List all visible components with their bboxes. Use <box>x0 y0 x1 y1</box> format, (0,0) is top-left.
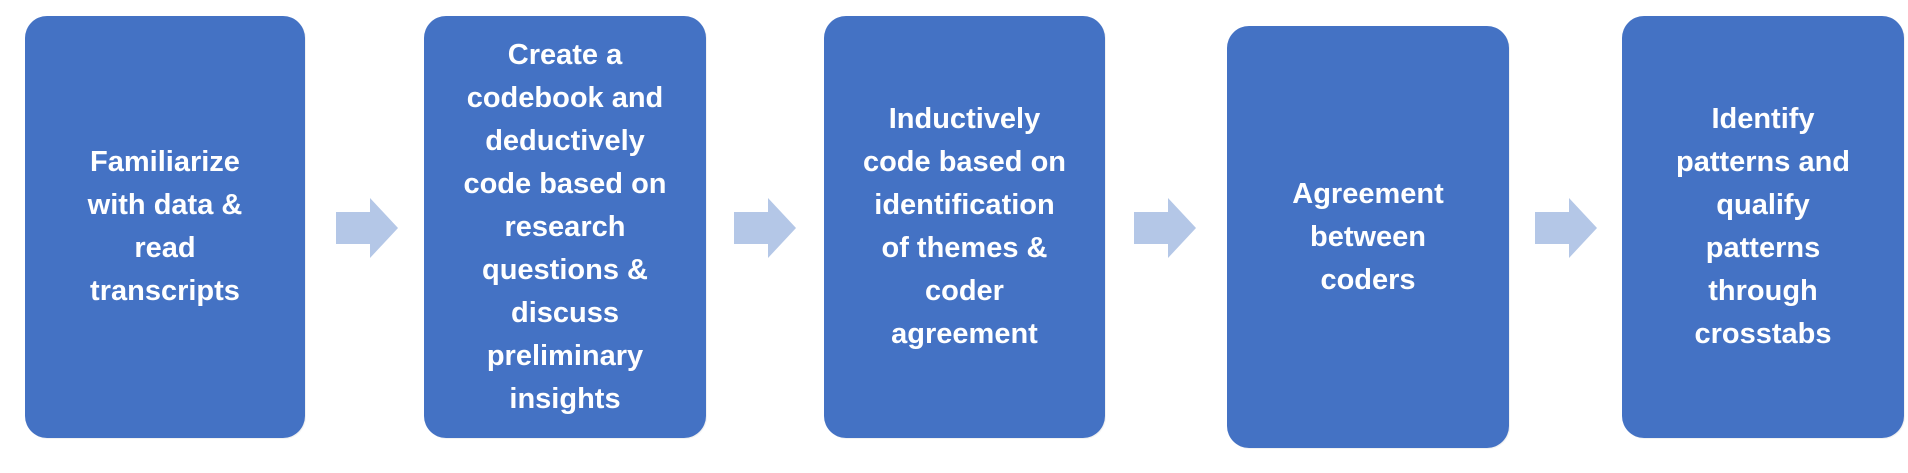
step-label: Inductively code based on identification… <box>862 103 1067 350</box>
arrow-shape <box>734 198 796 258</box>
right-arrow-icon <box>1535 198 1597 258</box>
step-label: Identify patterns and qualify patterns t… <box>1675 103 1851 350</box>
step-box-identify-patterns: Identify patterns and qualify patterns t… <box>1622 16 1904 438</box>
arrow-shape <box>1134 198 1196 258</box>
step-box-inductive-coding: Inductively code based on identification… <box>824 16 1105 438</box>
step-label: Create a codebook and deductively code b… <box>463 38 667 415</box>
step-box-agreement: Agreement between coders <box>1227 26 1509 448</box>
right-arrow-icon <box>734 198 796 258</box>
arrow-shape <box>336 198 398 258</box>
arrow-shape <box>1535 198 1597 258</box>
right-arrow-icon <box>336 198 398 258</box>
right-arrow-icon <box>1134 198 1196 258</box>
step-box-codebook: Create a codebook and deductively code b… <box>424 16 706 438</box>
step-label: Agreement between coders <box>1292 177 1444 296</box>
step-label: Familiarize with data & read transcripts <box>87 146 243 307</box>
step-box-familiarize: Familiarize with data & read transcripts <box>25 16 305 438</box>
